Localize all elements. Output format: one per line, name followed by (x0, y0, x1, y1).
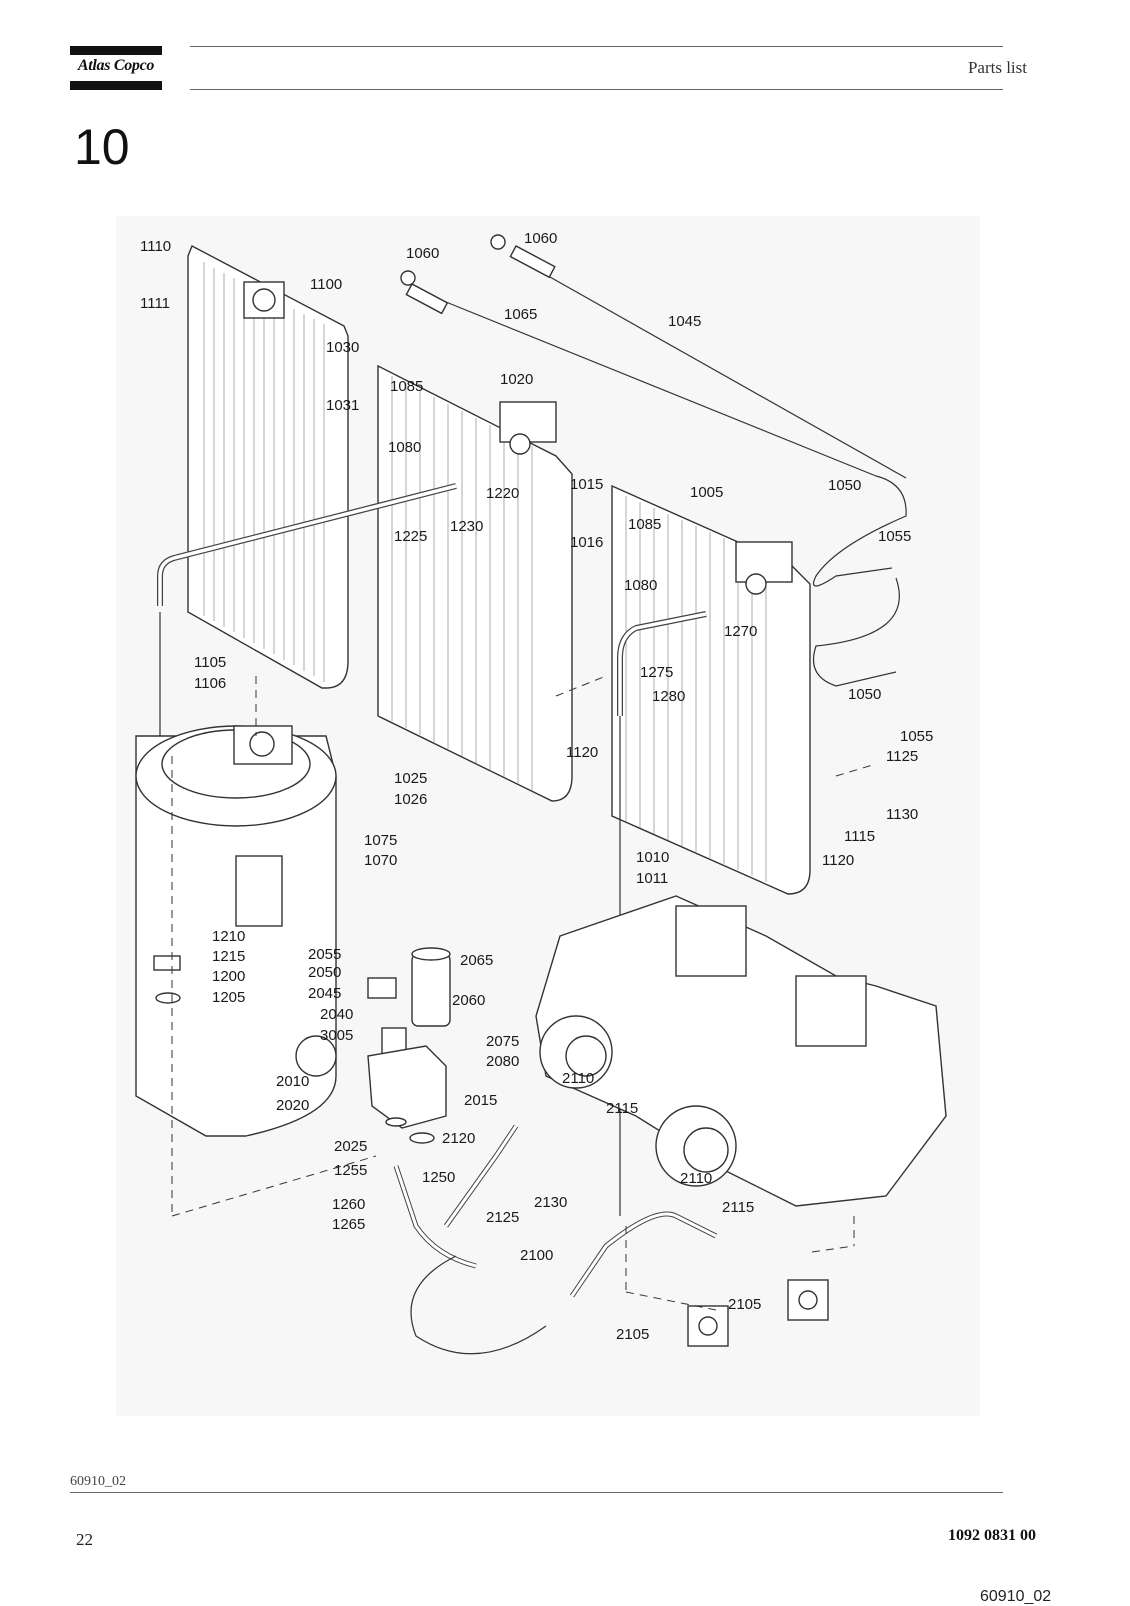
callout-1070: 1070 (364, 852, 397, 869)
callout-2130: 2130 (534, 1194, 567, 1211)
callout-1120-middle: 1120 (566, 744, 598, 761)
callout-2075: 2075 (486, 1033, 519, 1050)
logo-bar-top (70, 46, 162, 55)
callout-2020: 2020 (276, 1097, 309, 1114)
callout-1015: 1015 (570, 476, 603, 493)
callout-2045: 2045 (308, 985, 341, 1002)
callout-1111: 1111 (140, 295, 170, 312)
callout-1020: 1020 (500, 371, 533, 388)
callout-2120: 2120 (442, 1130, 475, 1147)
callout-1005: 1005 (690, 484, 723, 501)
callout-2010: 2010 (276, 1073, 309, 1090)
header-rule-top (190, 46, 1003, 47)
callout-2050: 2050 (308, 964, 341, 981)
callout-1030: 1030 (326, 339, 359, 356)
callout-2110-upper: 2110 (562, 1070, 594, 1087)
callout-1106: 1106 (194, 675, 226, 692)
logo-text: Atlas Copco (77, 57, 155, 74)
callout-1260: 1260 (332, 1196, 365, 1213)
callout-1060-right: 1060 (524, 230, 557, 247)
callout-2100: 2100 (520, 1247, 553, 1264)
callout-1055-top: 1055 (878, 528, 911, 545)
cooler-1020 (377, 364, 573, 802)
page-number: 22 (76, 1530, 93, 1549)
callout-1050-top: 1050 (828, 477, 861, 494)
callout-1255: 1255 (334, 1162, 367, 1179)
exploded-parts-drawing: 1110 1111 1100 1060 1060 1065 1045 1030 … (116, 216, 1051, 1605)
logo-bar-bottom (70, 81, 162, 90)
document-number: 1092 0831 00 (948, 1527, 1036, 1544)
callout-1220: 1220 (486, 485, 519, 502)
callout-1200: 1200 (212, 968, 245, 985)
section-number: 10 (74, 119, 130, 175)
callout-1120-right: 1120 (822, 852, 854, 869)
compressor-element (535, 895, 947, 1207)
oil-filter (295, 947, 451, 1144)
callout-2105-left: 2105 (616, 1326, 649, 1343)
callout-1085-middle: 1085 (390, 378, 423, 395)
callout-1105: 1105 (194, 654, 226, 671)
callout-1210: 1210 (212, 928, 245, 945)
callout-1010: 1010 (636, 849, 669, 866)
cooler-1005 (611, 484, 811, 895)
callout-1280: 1280 (652, 688, 685, 705)
cooler-1100 (187, 245, 349, 689)
callout-2105-right: 2105 (728, 1296, 761, 1313)
callout-1011: 1011 (636, 870, 668, 887)
header-rule-bottom (190, 89, 1003, 90)
callout-1065: 1065 (504, 306, 537, 323)
callout-1250: 1250 (422, 1169, 455, 1186)
callout-1016: 1016 (570, 534, 603, 551)
callout-2040: 2040 (320, 1006, 353, 1023)
callout-2115-lower: 2115 (722, 1199, 754, 1216)
callout-1130: 1130 (886, 806, 918, 823)
callout-1110: 1110 (140, 238, 171, 255)
callout-1025: 1025 (394, 770, 427, 787)
callout-1080-middle: 1080 (388, 439, 421, 456)
callout-2015: 2015 (464, 1092, 497, 1109)
header-title: Parts list (967, 58, 1027, 77)
callout-1085-right: 1085 (628, 516, 661, 533)
callout-1100: 1100 (310, 276, 342, 293)
callout-1225: 1225 (394, 528, 427, 545)
callout-1265: 1265 (332, 1216, 365, 1233)
drawing-code: 60910_02 (980, 1588, 1052, 1605)
callout-1115: 1115 (844, 828, 875, 845)
callout-1270: 1270 (724, 623, 757, 640)
callout-2125: 2125 (486, 1209, 519, 1226)
callout-2080: 2080 (486, 1053, 519, 1070)
callout-1045: 1045 (668, 313, 701, 330)
callout-1050-bottom: 1050 (848, 686, 881, 703)
callout-1215: 1215 (212, 948, 245, 965)
footer-rule (70, 1492, 1003, 1493)
callout-2055: 2055 (308, 946, 341, 963)
callout-2115-upper: 2115 (606, 1100, 638, 1117)
callout-1080-right: 1080 (624, 577, 657, 594)
callout-1026: 1026 (394, 791, 427, 808)
atlas-copco-logo: Atlas Copco (70, 46, 162, 92)
callout-1055-bottom: 1055 (900, 728, 933, 745)
drawing-artwork (135, 234, 947, 1355)
footer-drawing-code: 60910_02 (70, 1474, 126, 1489)
callout-2025: 2025 (334, 1138, 367, 1155)
callout-labels: 1110 1111 1100 1060 1060 1065 1045 1030 … (140, 230, 933, 1343)
drawing-svg: 1110 1111 1100 1060 1060 1065 1045 1030 … (135, 230, 947, 1355)
callout-1230: 1230 (450, 518, 483, 535)
callout-3005: 3005 (320, 1027, 353, 1044)
callout-1275: 1275 (640, 664, 673, 681)
callout-2065: 2065 (460, 952, 493, 969)
callout-2110-lower: 2110 (680, 1170, 712, 1187)
callout-1125: 1125 (886, 748, 918, 765)
callout-1031: 1031 (326, 397, 359, 414)
callout-1060-left: 1060 (406, 245, 439, 262)
callout-1075: 1075 (364, 832, 397, 849)
callout-1205: 1205 (212, 989, 245, 1006)
separator-tank (135, 725, 337, 1137)
callout-2060: 2060 (452, 992, 485, 1009)
